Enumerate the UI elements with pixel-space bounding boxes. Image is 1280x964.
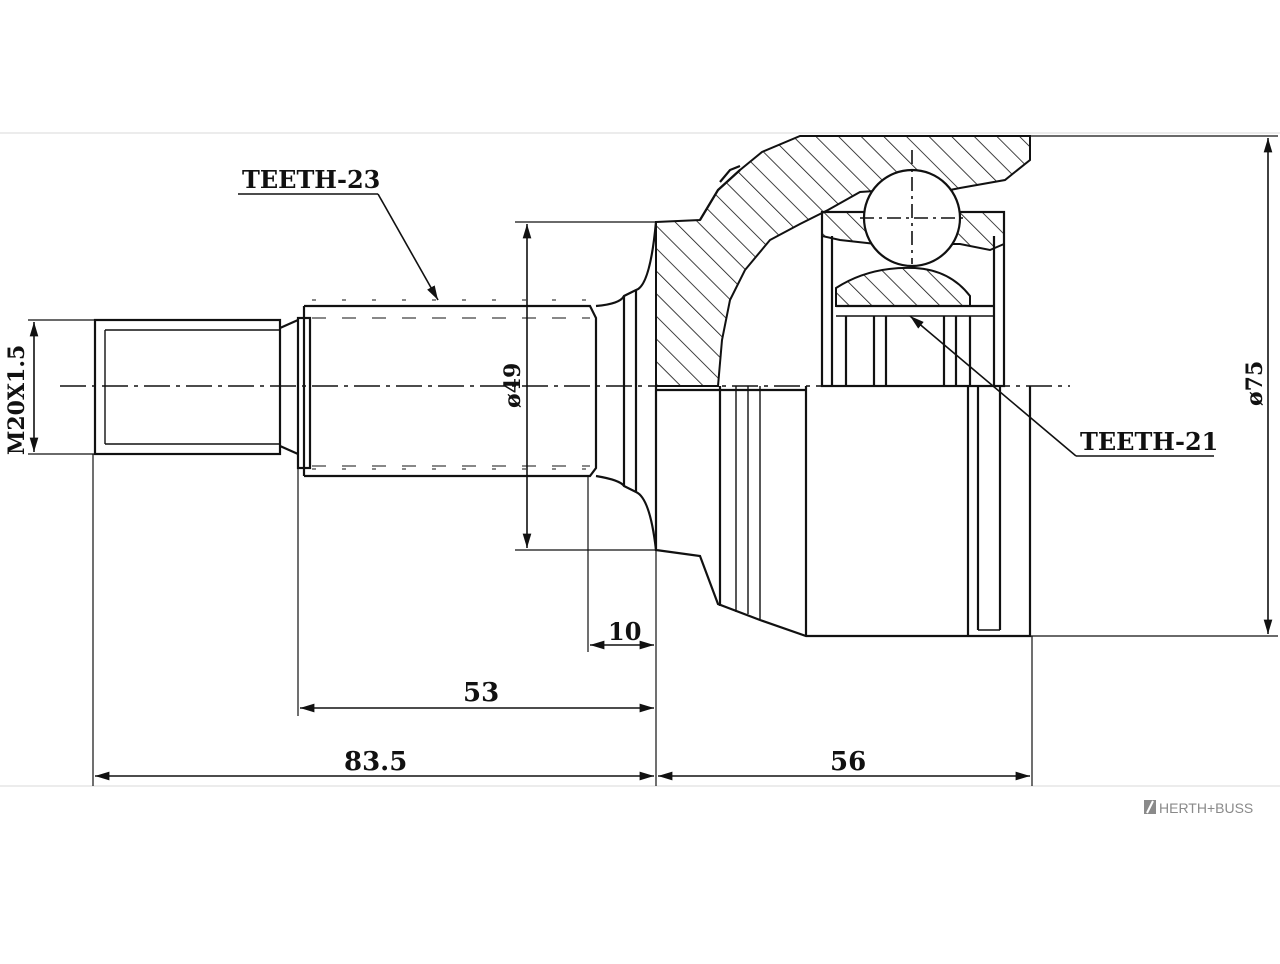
threaded-stub bbox=[93, 318, 299, 456]
thread-label: M20X1.5 bbox=[4, 345, 30, 455]
bell-housing-outside bbox=[654, 386, 1032, 638]
inner-teeth-callout: TEETH-21 bbox=[909, 315, 1218, 457]
brand-text: HERTH+BUSS bbox=[1159, 800, 1253, 816]
shoulder-dimension: 10 bbox=[590, 617, 654, 650]
shaft-diameter-label: ø49 bbox=[500, 363, 526, 408]
splined-shaft bbox=[296, 299, 598, 478]
spline-length-label: 53 bbox=[463, 678, 499, 708]
inner-race-and-cage bbox=[820, 150, 1006, 388]
thread-dimension: M20X1.5 bbox=[4, 319, 95, 455]
outer-teeth-label: TEETH-23 bbox=[242, 165, 380, 194]
outer-diameter-dimension: ø75 bbox=[1030, 135, 1278, 637]
stub-length-dimension: 83.5 bbox=[95, 747, 654, 781]
bell-housing-section bbox=[655, 135, 1031, 387]
bell-length-label: 56 bbox=[830, 747, 866, 777]
brand-logo: HERTH+BUSS bbox=[1144, 800, 1253, 816]
bell-length-dimension: 56 bbox=[658, 747, 1030, 781]
outer-teeth-callout: TEETH-23 bbox=[238, 165, 439, 301]
inner-teeth-label: TEETH-21 bbox=[1080, 427, 1218, 456]
stub-length-label: 83.5 bbox=[344, 747, 407, 777]
shoulder-label: 10 bbox=[608, 617, 641, 646]
shaft-neck bbox=[595, 221, 658, 551]
spline-length-dimension: 53 bbox=[300, 678, 654, 713]
outer-diameter-label: ø75 bbox=[1242, 361, 1268, 406]
shaft-diameter-dimension: ø49 bbox=[500, 221, 656, 551]
